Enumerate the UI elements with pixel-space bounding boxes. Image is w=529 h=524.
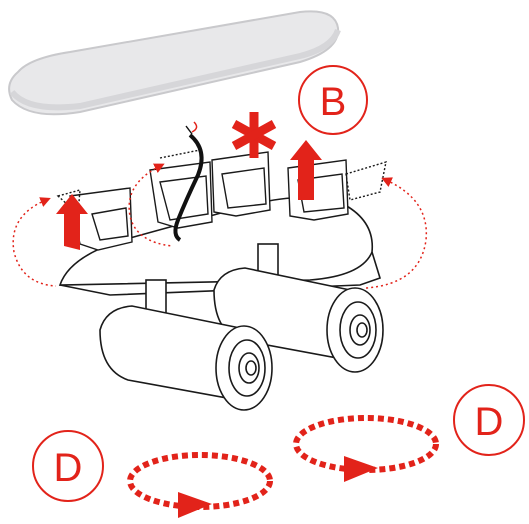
label-b: B — [298, 65, 368, 135]
ceiling-plate — [8, 10, 341, 116]
rotate-arrow-icon — [12, 163, 428, 289]
label-b-text: B — [320, 80, 347, 124]
spotlight-front — [99, 279, 273, 411]
label-d-left: D — [32, 430, 104, 502]
turn-arrowheads — [178, 456, 378, 518]
power-wire — [173, 121, 204, 242]
turn-arrow-icon — [127, 415, 439, 510]
label-d-right-text: D — [475, 400, 504, 444]
label-d-left-text: D — [54, 446, 83, 490]
asterisk-icon — [231, 112, 277, 158]
mounting-clips — [56, 149, 387, 251]
arrow-up-icon — [56, 140, 322, 250]
label-d-right: D — [453, 384, 525, 456]
